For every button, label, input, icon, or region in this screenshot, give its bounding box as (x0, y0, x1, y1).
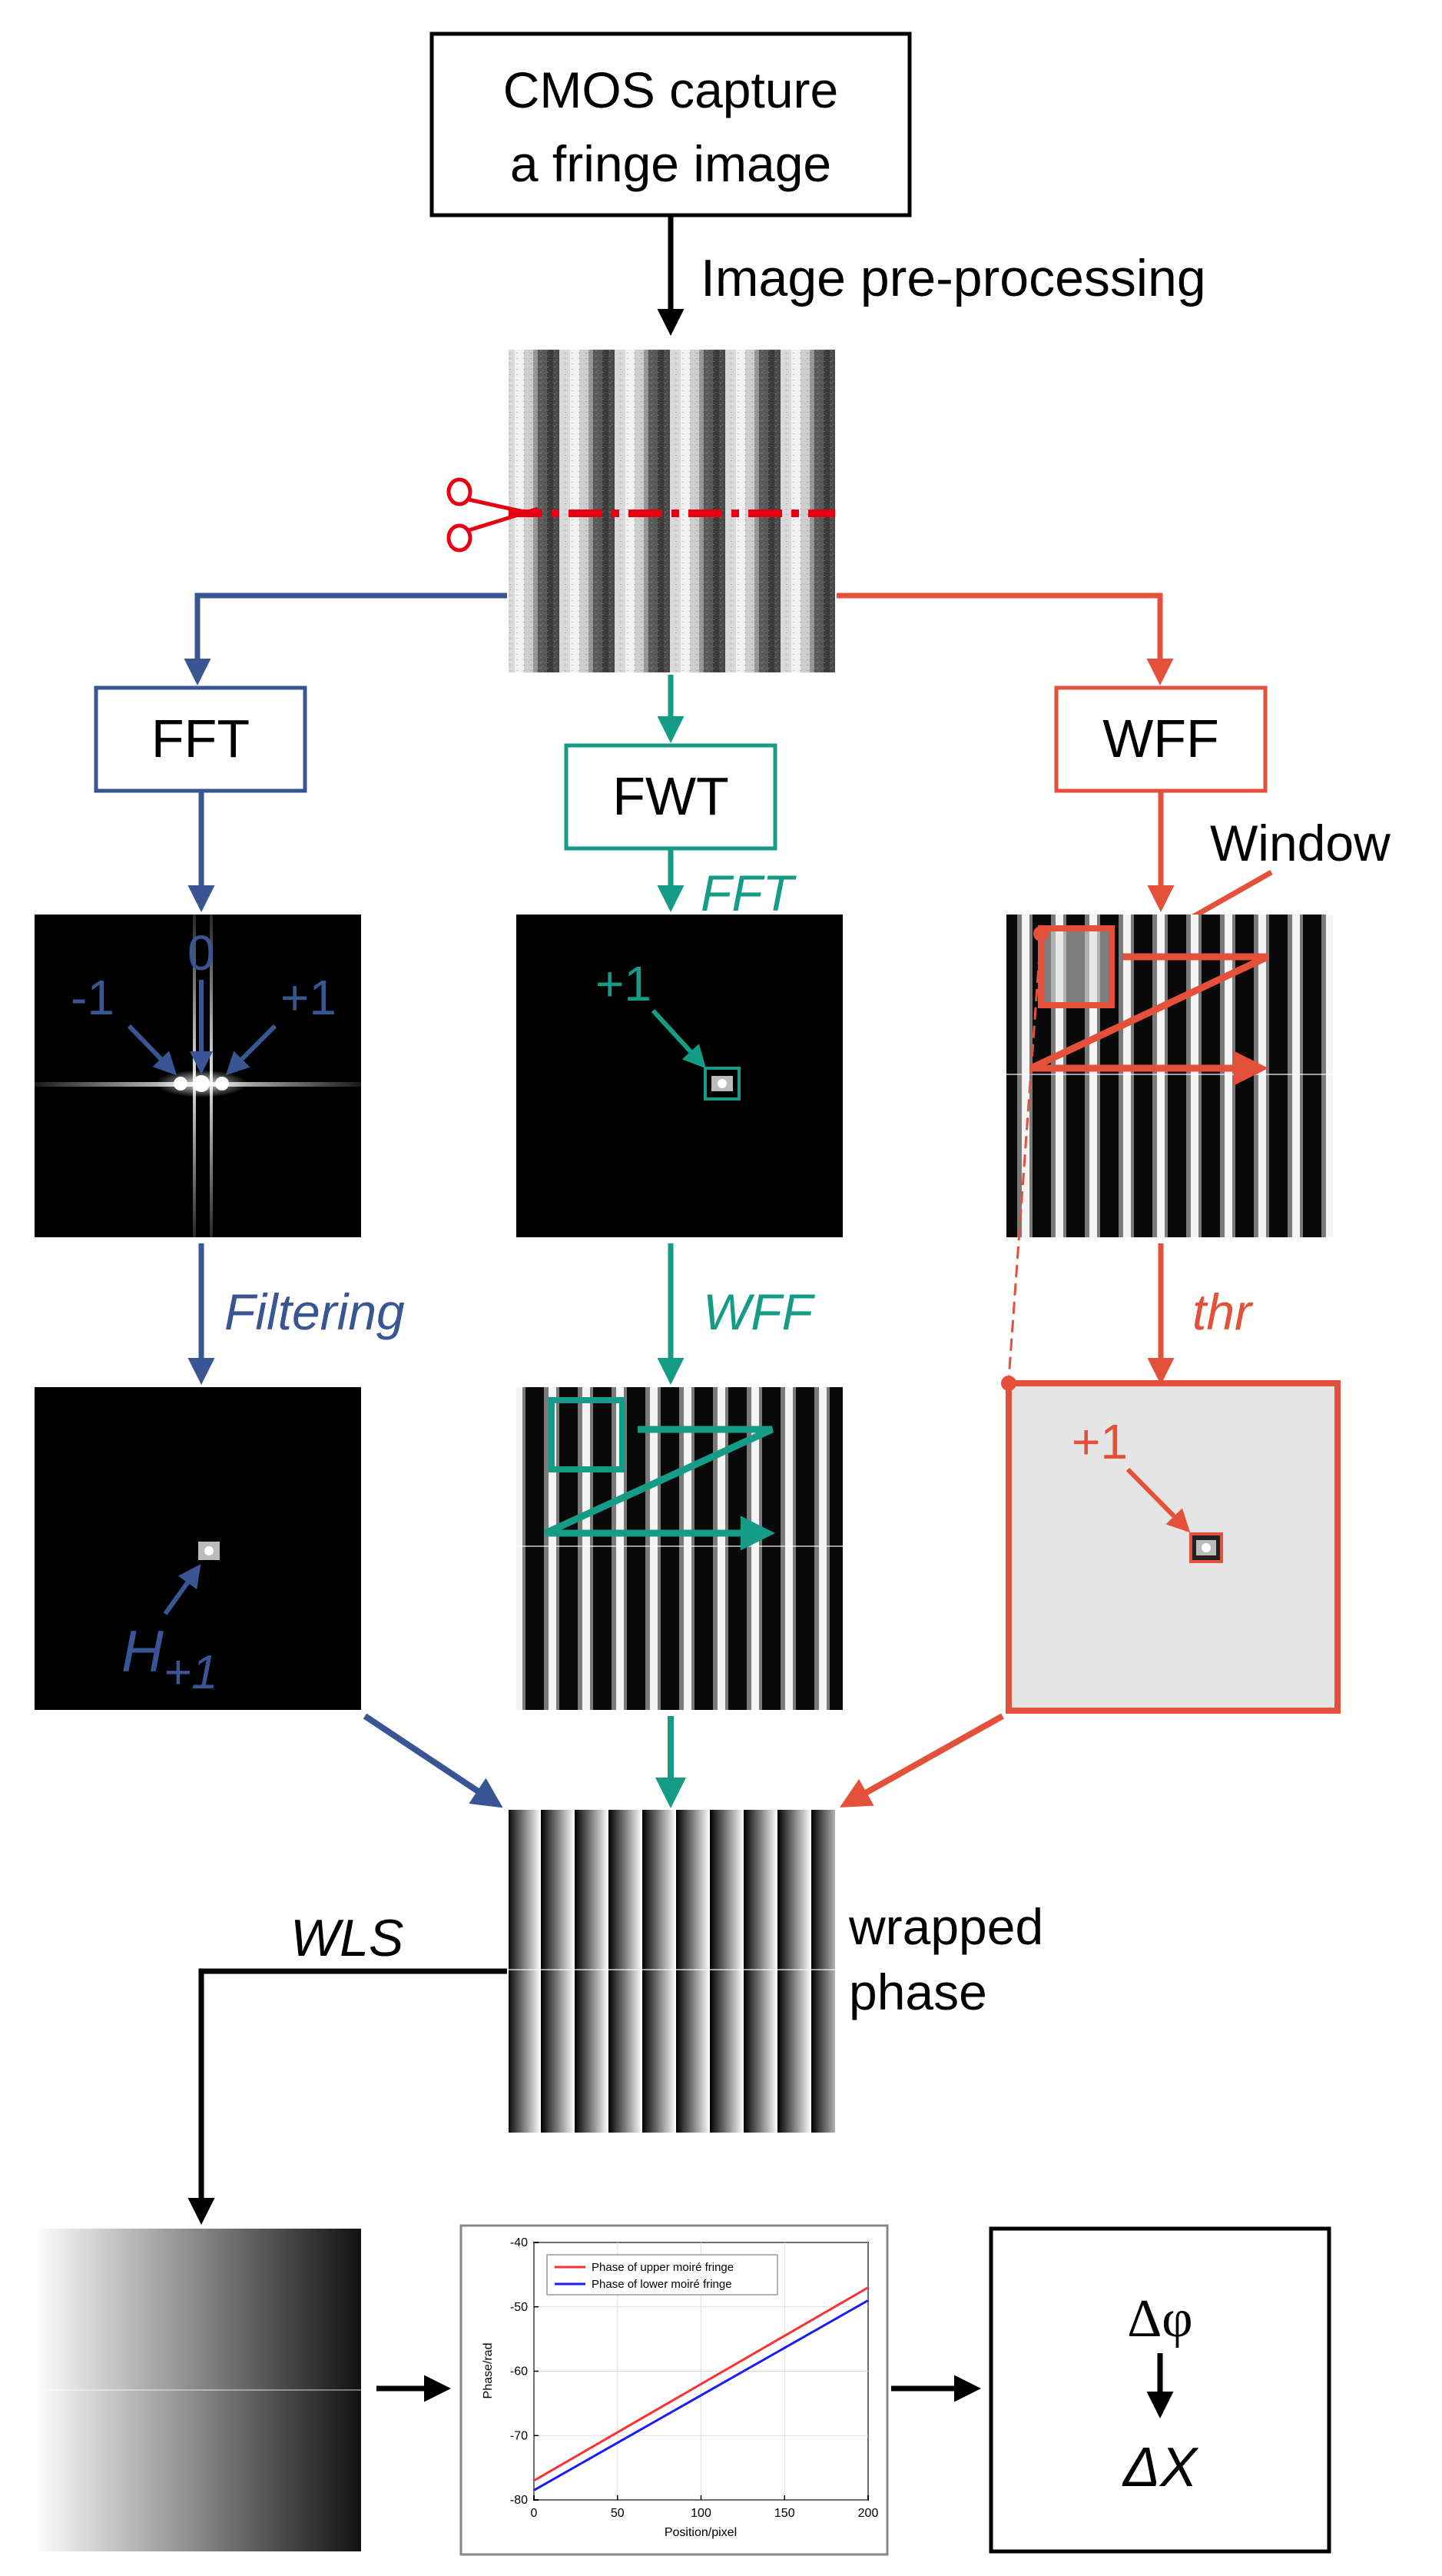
fft-box-label: FFT (151, 709, 250, 768)
fwt-wff-fringe-image (516, 1387, 843, 1710)
fwt-box-label: FWT (612, 766, 729, 826)
chart-series-lines (533, 2286, 869, 2491)
wrapped-label-line1: wrapped (848, 1898, 1043, 1955)
fft-order-minus-label: -1 (71, 970, 114, 1025)
fft-box: FFT (94, 685, 307, 793)
chart-ytick-label: -70 (510, 2429, 528, 2442)
h-base: H (121, 1619, 164, 1685)
arrow-to-fft (184, 593, 507, 685)
wff-threshold-panel (1001, 1376, 1341, 1714)
chart-xtick-label: 200 (858, 2507, 879, 2520)
chart-ytick-label: -60 (510, 2365, 528, 2378)
fwt-spectrum-image (516, 915, 843, 1237)
fwt-wff-label: WFF (703, 1283, 816, 1340)
chart-ytick-label: -40 (510, 2236, 528, 2249)
chart-xtick-label: 50 (611, 2507, 625, 2520)
preprocess-label: Image pre-processing (701, 249, 1206, 307)
fft-order-plus-label: +1 (280, 970, 336, 1025)
arrow-wff-plus-one (1125, 1467, 1191, 1533)
chart-series-lower-line (533, 2299, 869, 2491)
wff-box-label: WFF (1102, 709, 1219, 768)
arrow-minus-one (127, 1024, 177, 1076)
wff-order-plus-label: +1 (1072, 1414, 1128, 1469)
wff-fringe-image (1006, 915, 1333, 1237)
fft-order-zero-label: 0 (187, 925, 215, 981)
phase-chart: 0 50 100 150 200 -40 -50 -60 -70 -80 Position/pix… (459, 2224, 889, 2556)
arrow-plus-one (225, 1024, 277, 1076)
arrow-fwt-plus-one (651, 1008, 707, 1069)
chart-xtick-label: 0 (531, 2507, 538, 2520)
chart-xtick-label: 150 (774, 2507, 795, 2520)
fft-spectrum-image (35, 915, 361, 1237)
unwrapped-phase-image (35, 2229, 361, 2551)
delta-phi-label: Δφ (1127, 2289, 1192, 2349)
filtering-label: Filtering (224, 1283, 405, 1340)
chart-series-upper-line (533, 2286, 869, 2482)
delta-x-label: ΔX (1122, 2437, 1199, 2498)
capture-line2: a fringe image (510, 135, 831, 192)
filtered-spectrum-image (35, 1387, 361, 1710)
fwt-fft-label: FFT (701, 865, 797, 921)
h-label: H+1 (121, 1619, 218, 1699)
chart-ytick-label: -80 (510, 2494, 528, 2507)
chart-xlabel: Position/pixel (665, 2526, 737, 2539)
legend-entry-lower: Phase of lower moiré fringe (592, 2278, 732, 2291)
chart-xtick-label: 100 (691, 2507, 711, 2520)
chart-ticks: 0 50 100 150 200 -40 -50 -60 -70 -80 (510, 2236, 879, 2520)
legend-entry-upper: Phase of upper moiré fringe (592, 2261, 734, 2274)
chart-ylabel: Phase/rad (482, 2343, 495, 2399)
capture-line1: CMOS capture (503, 61, 838, 118)
window-label: Window (1210, 815, 1391, 871)
thr-label: thr (1192, 1283, 1254, 1340)
capture-box: CMOS capture a fringe image (429, 32, 912, 217)
wff-box: WFF (1054, 685, 1268, 793)
h-subscript: +1 (164, 1646, 218, 1699)
arrow-wls (187, 1968, 507, 2225)
chart-ytick-label: -50 (510, 2301, 528, 2314)
wrapped-phase-image (509, 1810, 835, 2133)
arrow-wff-to-phase (840, 1713, 1004, 1808)
result-box: Δφ ΔX (989, 2226, 1331, 2554)
wrapped-label-line2: phase (849, 1964, 987, 2020)
window-zoom-dashed-line (1007, 933, 1043, 1380)
arrow-h-plus-one (163, 1564, 201, 1615)
arrow-fft-to-phase (363, 1713, 503, 1808)
arrow-to-wff (837, 593, 1174, 685)
fwt-order-plus-label: +1 (595, 956, 651, 1011)
fwt-box: FWT (564, 743, 777, 851)
wls-label: WLS (290, 1909, 403, 1967)
chart-legend: Phase of upper moiré fringe Phase of low… (546, 2254, 778, 2295)
scissors-icon (446, 477, 539, 553)
